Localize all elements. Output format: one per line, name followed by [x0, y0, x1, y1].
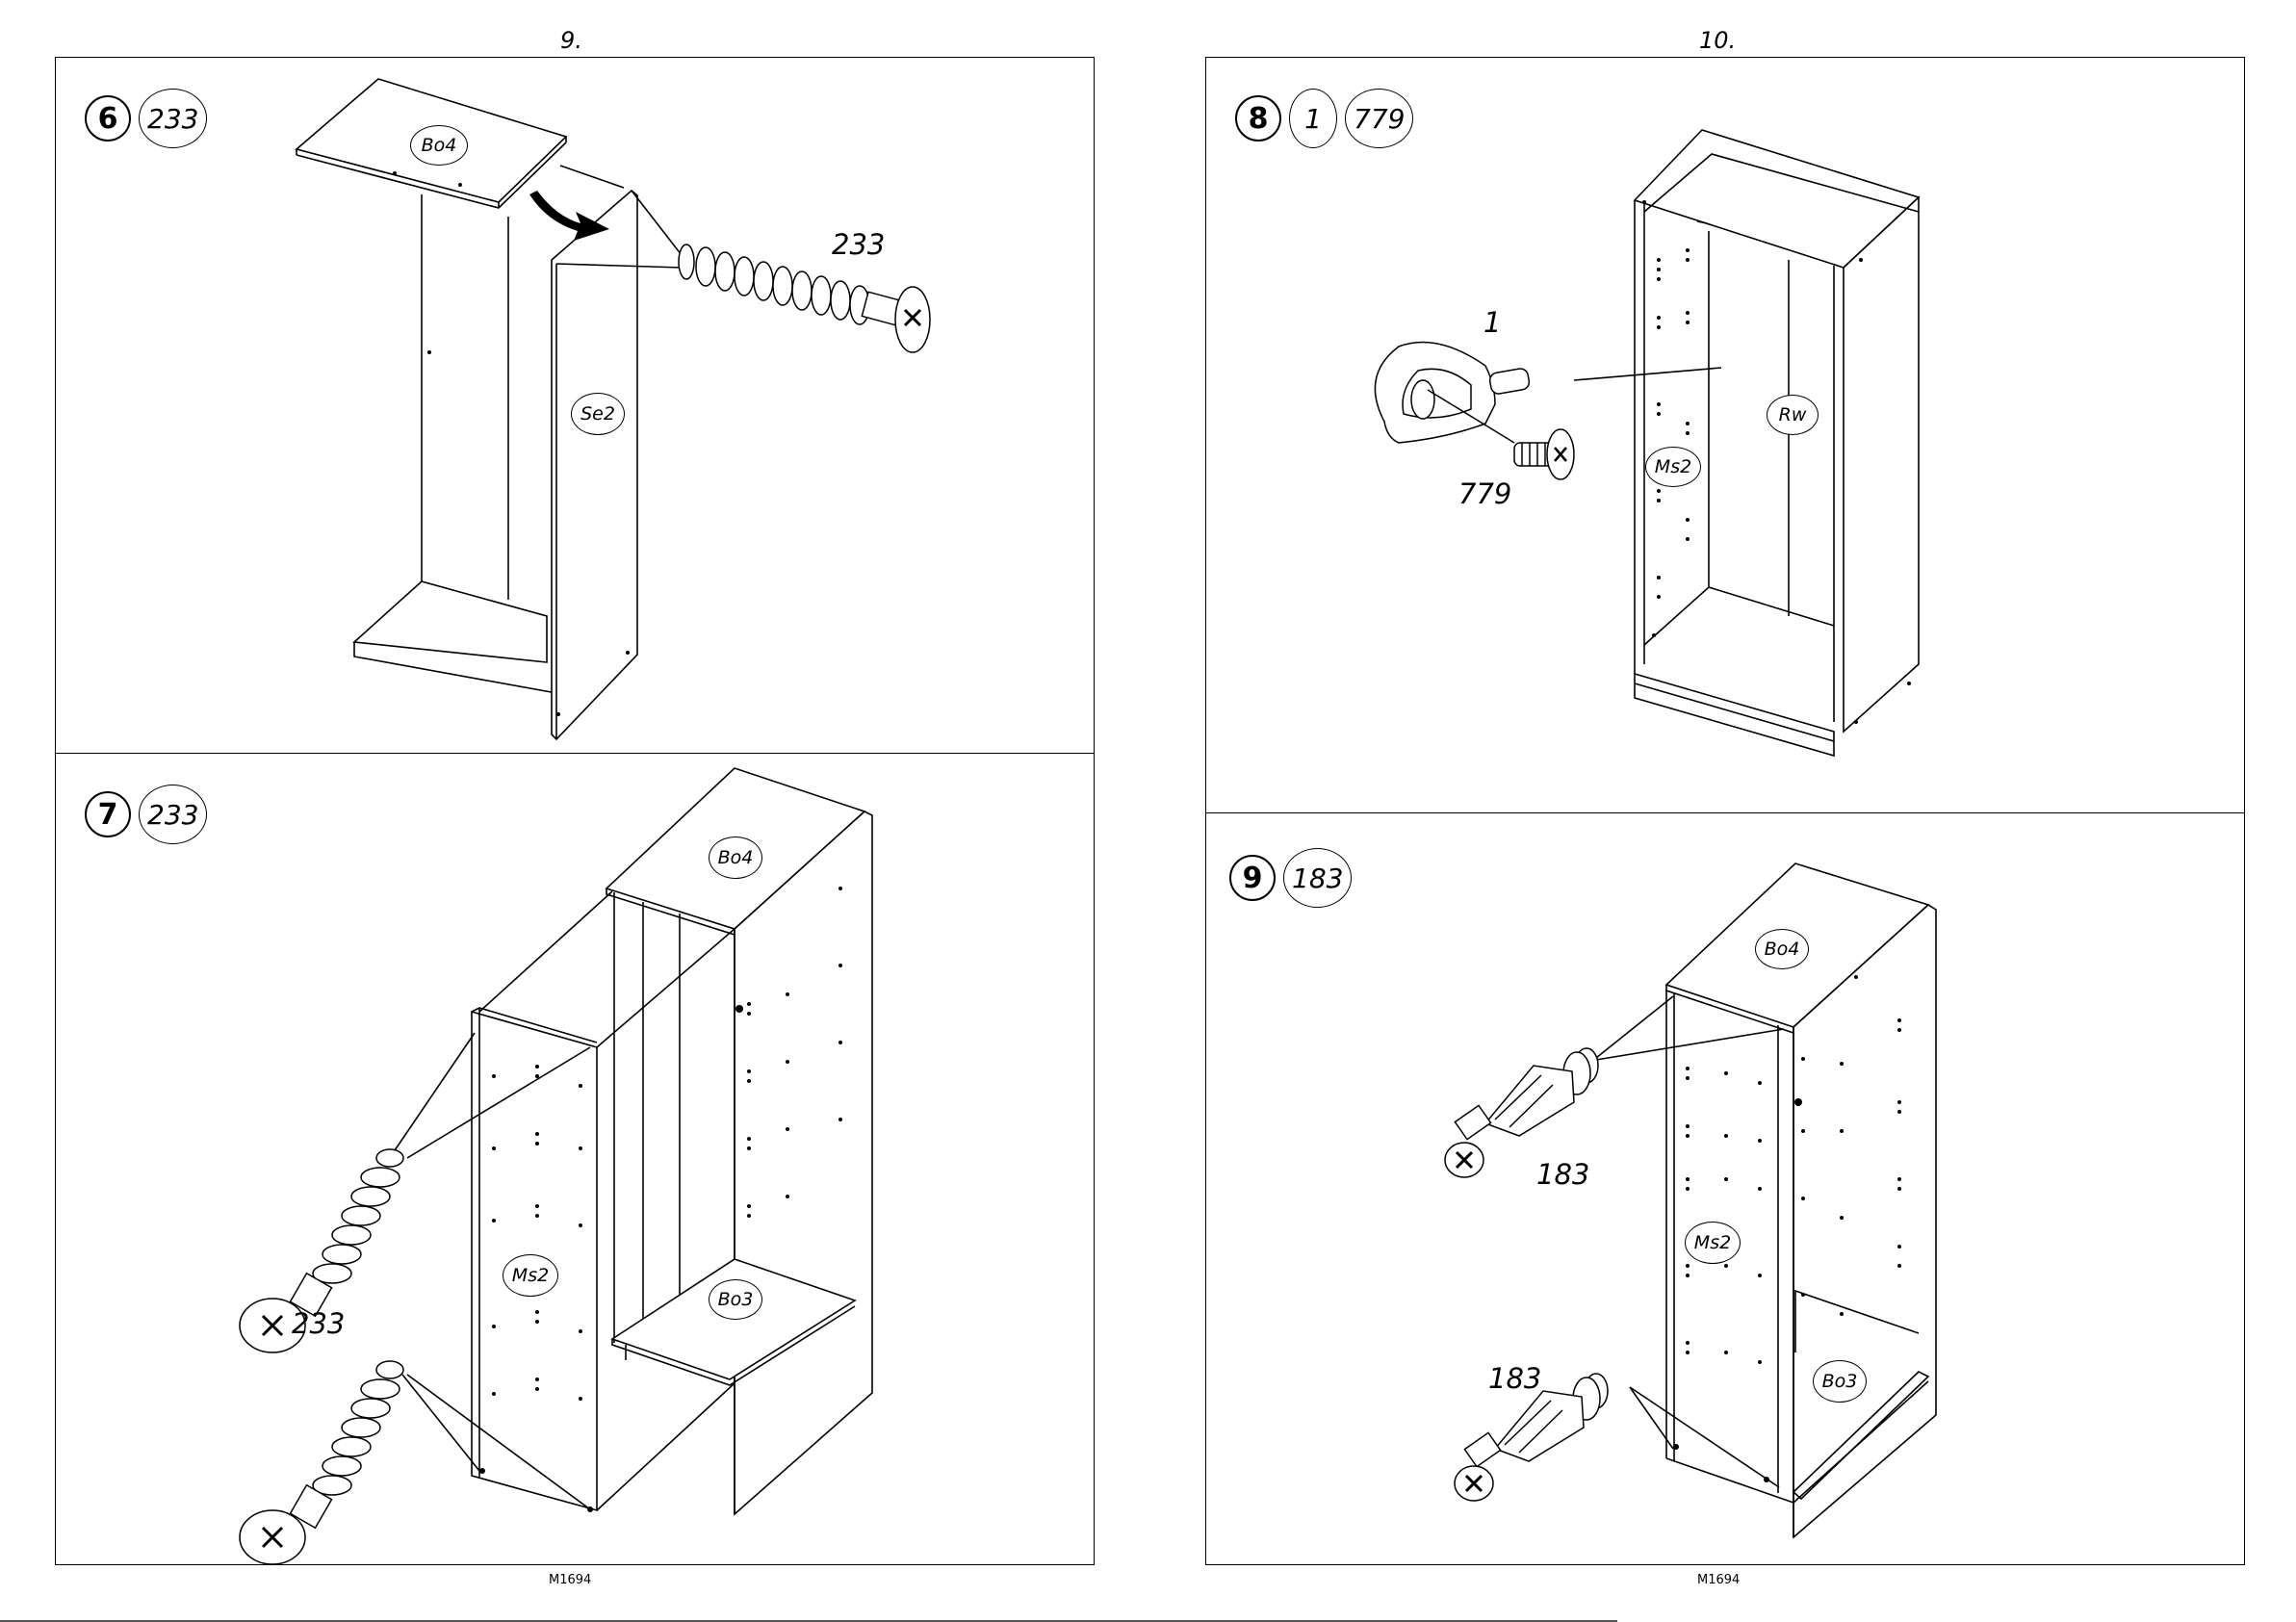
callout-label: 183 [1536, 1158, 1589, 1191]
part-label-bo3: Bo3 [1813, 1360, 1867, 1403]
callout-label: 233 [292, 1307, 345, 1340]
page-number-left: 9. [560, 27, 582, 54]
hanger-bracket-icon [1375, 343, 1530, 444]
callout-label: 779 [1458, 477, 1511, 510]
callout-label: 183 [1488, 1362, 1541, 1395]
part-label-rw: Rw [1767, 395, 1819, 435]
step-7-panel: 7 233 [55, 753, 1095, 1565]
part-label-ms2: Ms2 [1645, 447, 1701, 487]
part-label-ms2: Ms2 [1685, 1222, 1741, 1264]
step-8-illustration [1206, 58, 2245, 813]
step-7-illustration [56, 754, 1095, 1565]
part-label-bo4: Bo4 [410, 125, 468, 166]
part-label-ms2: Ms2 [503, 1254, 558, 1297]
part-label-bo4: Bo4 [709, 837, 762, 879]
screw-icon [1514, 429, 1574, 479]
step-9-panel: 9 183 [1205, 812, 2245, 1565]
callout-label: 1 [1483, 306, 1501, 339]
part-label-bo4: Bo4 [1755, 929, 1809, 969]
callout-label: 233 [832, 228, 885, 261]
screw-icon [679, 245, 930, 352]
screw-icon [240, 1361, 403, 1564]
document-code-right: M1694 [1697, 1573, 1740, 1587]
document-code-left: M1694 [549, 1573, 591, 1587]
step-6-panel: 6 233 [55, 57, 1095, 754]
step-8-panel: 8 1 779 [1205, 57, 2245, 813]
step-9-illustration [1206, 813, 2245, 1565]
part-label-se2: Se2 [571, 393, 625, 435]
page-number-right: 10. [1699, 27, 1736, 54]
part-label-bo3: Bo3 [709, 1279, 762, 1320]
